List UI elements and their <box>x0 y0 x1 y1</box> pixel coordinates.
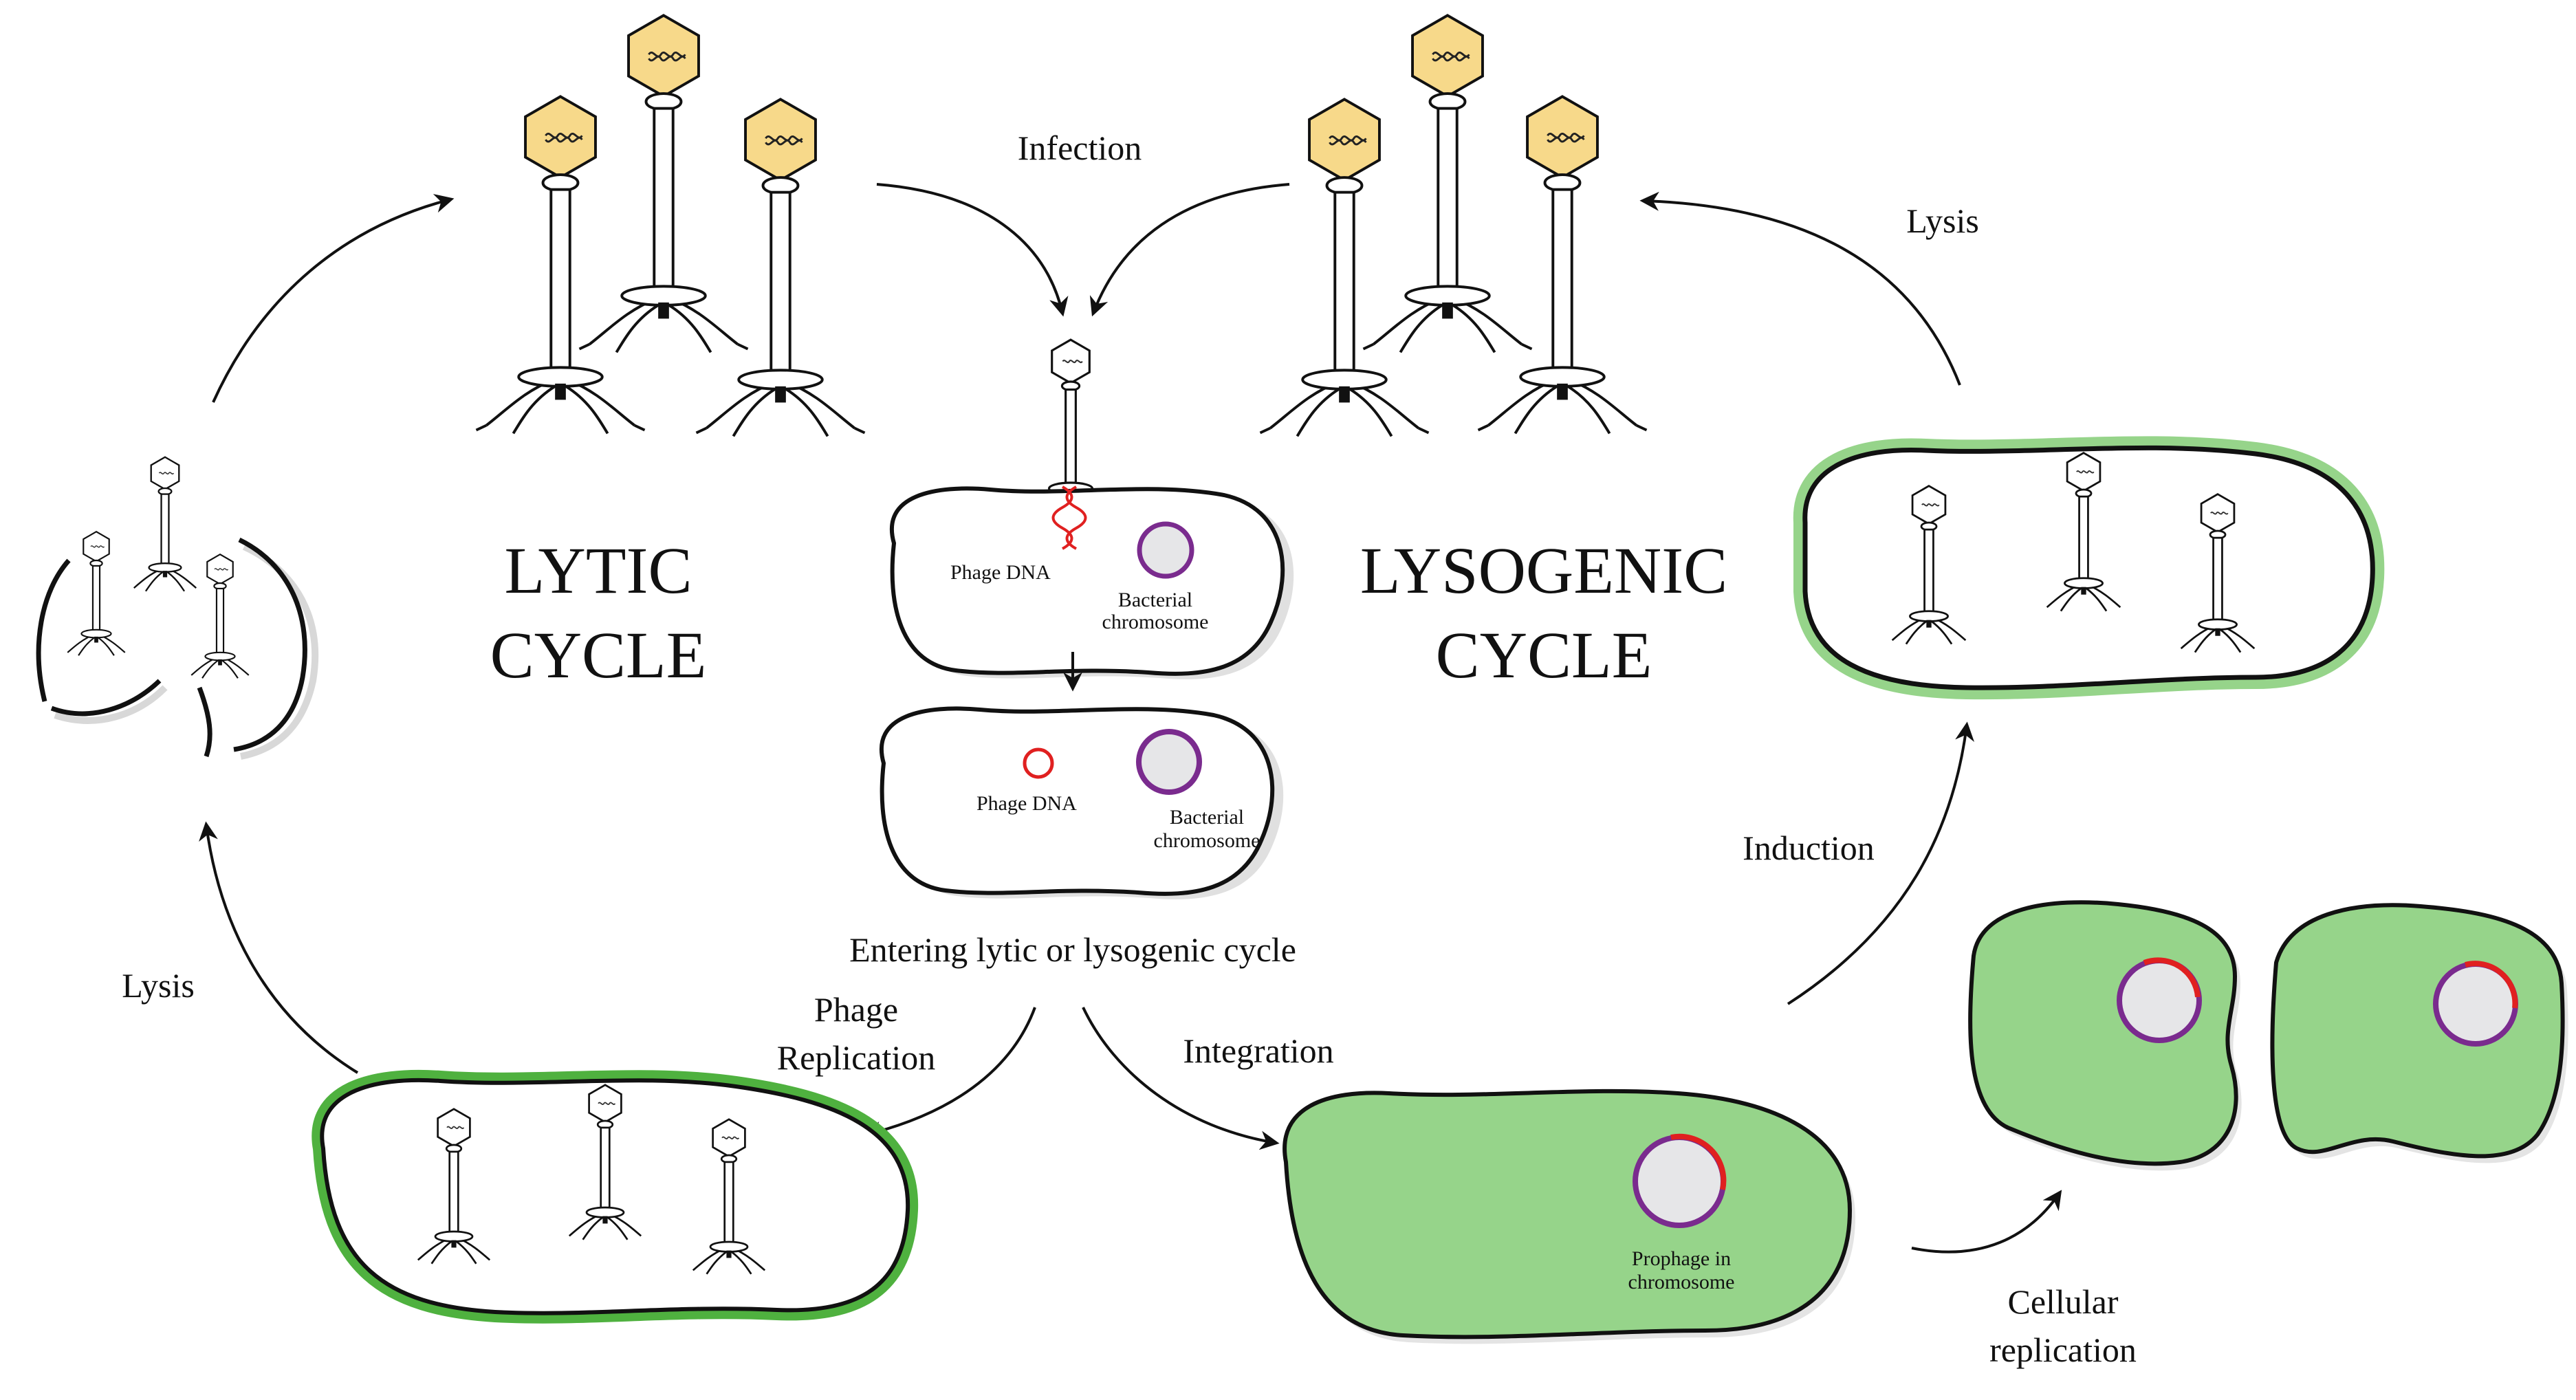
infection-label: Infection <box>1018 129 1142 167</box>
bacterial-label-2b: chromosome <box>1154 829 1260 852</box>
induction-arrow <box>1787 721 1975 1005</box>
cellular-replication-label-1: Cellular <box>2007 1282 2118 1321</box>
phage-dna-label-2: Phage DNA <box>976 792 1077 815</box>
bacterial-label-1b: chromosome <box>1102 611 1209 633</box>
lytic-title-line2: CYCLE <box>490 618 707 692</box>
phage-dna-label-1: Phage DNA <box>950 561 1051 584</box>
phage-group-top-left <box>474 14 866 438</box>
lytic-release-arrow <box>212 194 455 403</box>
lytic-title-line1: LYTIC <box>505 534 692 607</box>
bacterium-lytic-replication <box>312 1069 919 1324</box>
lysis-arrow <box>199 821 359 1074</box>
entering-cycle-label: Entering lytic or lysogenic cycle <box>849 930 1296 969</box>
prophage-label-2: chromosome <box>1628 1271 1735 1293</box>
infection-arrow-right <box>1089 183 1290 317</box>
phage-group-top-right <box>1258 14 1648 438</box>
bacterium-induced <box>1793 436 2385 700</box>
bacterial-label-2a: Bacterial <box>1170 806 1244 829</box>
prophage-label-1: Prophage in <box>1632 1247 1731 1270</box>
integration-arrow <box>1082 1007 1280 1150</box>
infection-arrow-left <box>876 183 1069 317</box>
integration-label: Integration <box>1183 1031 1333 1070</box>
cellular-replication-label-2: replication <box>1989 1331 2137 1369</box>
lysed-bacterium <box>36 456 319 760</box>
lysogenic-title-line2: CYCLE <box>1436 618 1652 692</box>
phage-replication-arrow <box>862 1007 1036 1141</box>
phage-replication-label-2: Replication <box>777 1038 936 1077</box>
lysis-label-left: Lysis <box>122 966 195 1005</box>
bacterium-prophage <box>1282 1089 1855 1344</box>
lysogenic-release-arrow <box>1639 191 1961 386</box>
daughter-cell-left <box>1968 900 2242 1171</box>
bacterium-infected <box>889 485 1294 679</box>
lysogenic-title-line1: LYSOGENIC <box>1360 534 1727 607</box>
daughter-cell-right <box>2270 903 2568 1163</box>
phage-replication-label-1: Phage <box>814 990 898 1029</box>
cellular-replication-arrow <box>1911 1190 2062 1254</box>
bacterium-phage-dna <box>879 706 1284 899</box>
lysis-label-right: Lysis <box>1906 201 1979 240</box>
bacterial-label-1a: Bacterial <box>1118 589 1192 611</box>
induction-label: Induction <box>1743 829 1875 867</box>
